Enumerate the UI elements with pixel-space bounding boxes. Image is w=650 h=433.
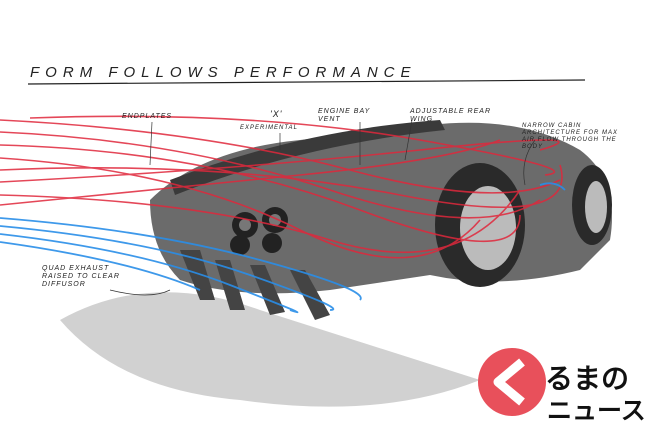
label-x-top: 'X' (270, 109, 283, 119)
red-airflow-lines (0, 115, 563, 259)
logo-text-bottom: ニュース (547, 396, 646, 425)
label-narrow-cabin: Narrow Cabin Architecture for max air fl… (522, 123, 619, 150)
diffuser-fins (180, 250, 330, 320)
label-endplates: Endplates (122, 113, 173, 120)
label-engine-bay-vent: Engine Bay Vent (318, 108, 371, 123)
label-x-experimental: Experimental (240, 125, 298, 131)
label-quad-exhaust: Quad Exhaust raised to clear diffusor (42, 265, 120, 288)
chevron-left-icon (493, 358, 525, 406)
label-adjustable-rear-wing: Adjustable Rear Wing (410, 108, 491, 123)
rear-wing (170, 120, 445, 195)
page-title: Form Follows Performance (30, 64, 417, 81)
ground-shadow (60, 292, 480, 407)
logo-text-top: るまの (545, 362, 630, 395)
kuruma-news-logo (478, 348, 546, 416)
blue-airflow-lines (0, 182, 566, 314)
